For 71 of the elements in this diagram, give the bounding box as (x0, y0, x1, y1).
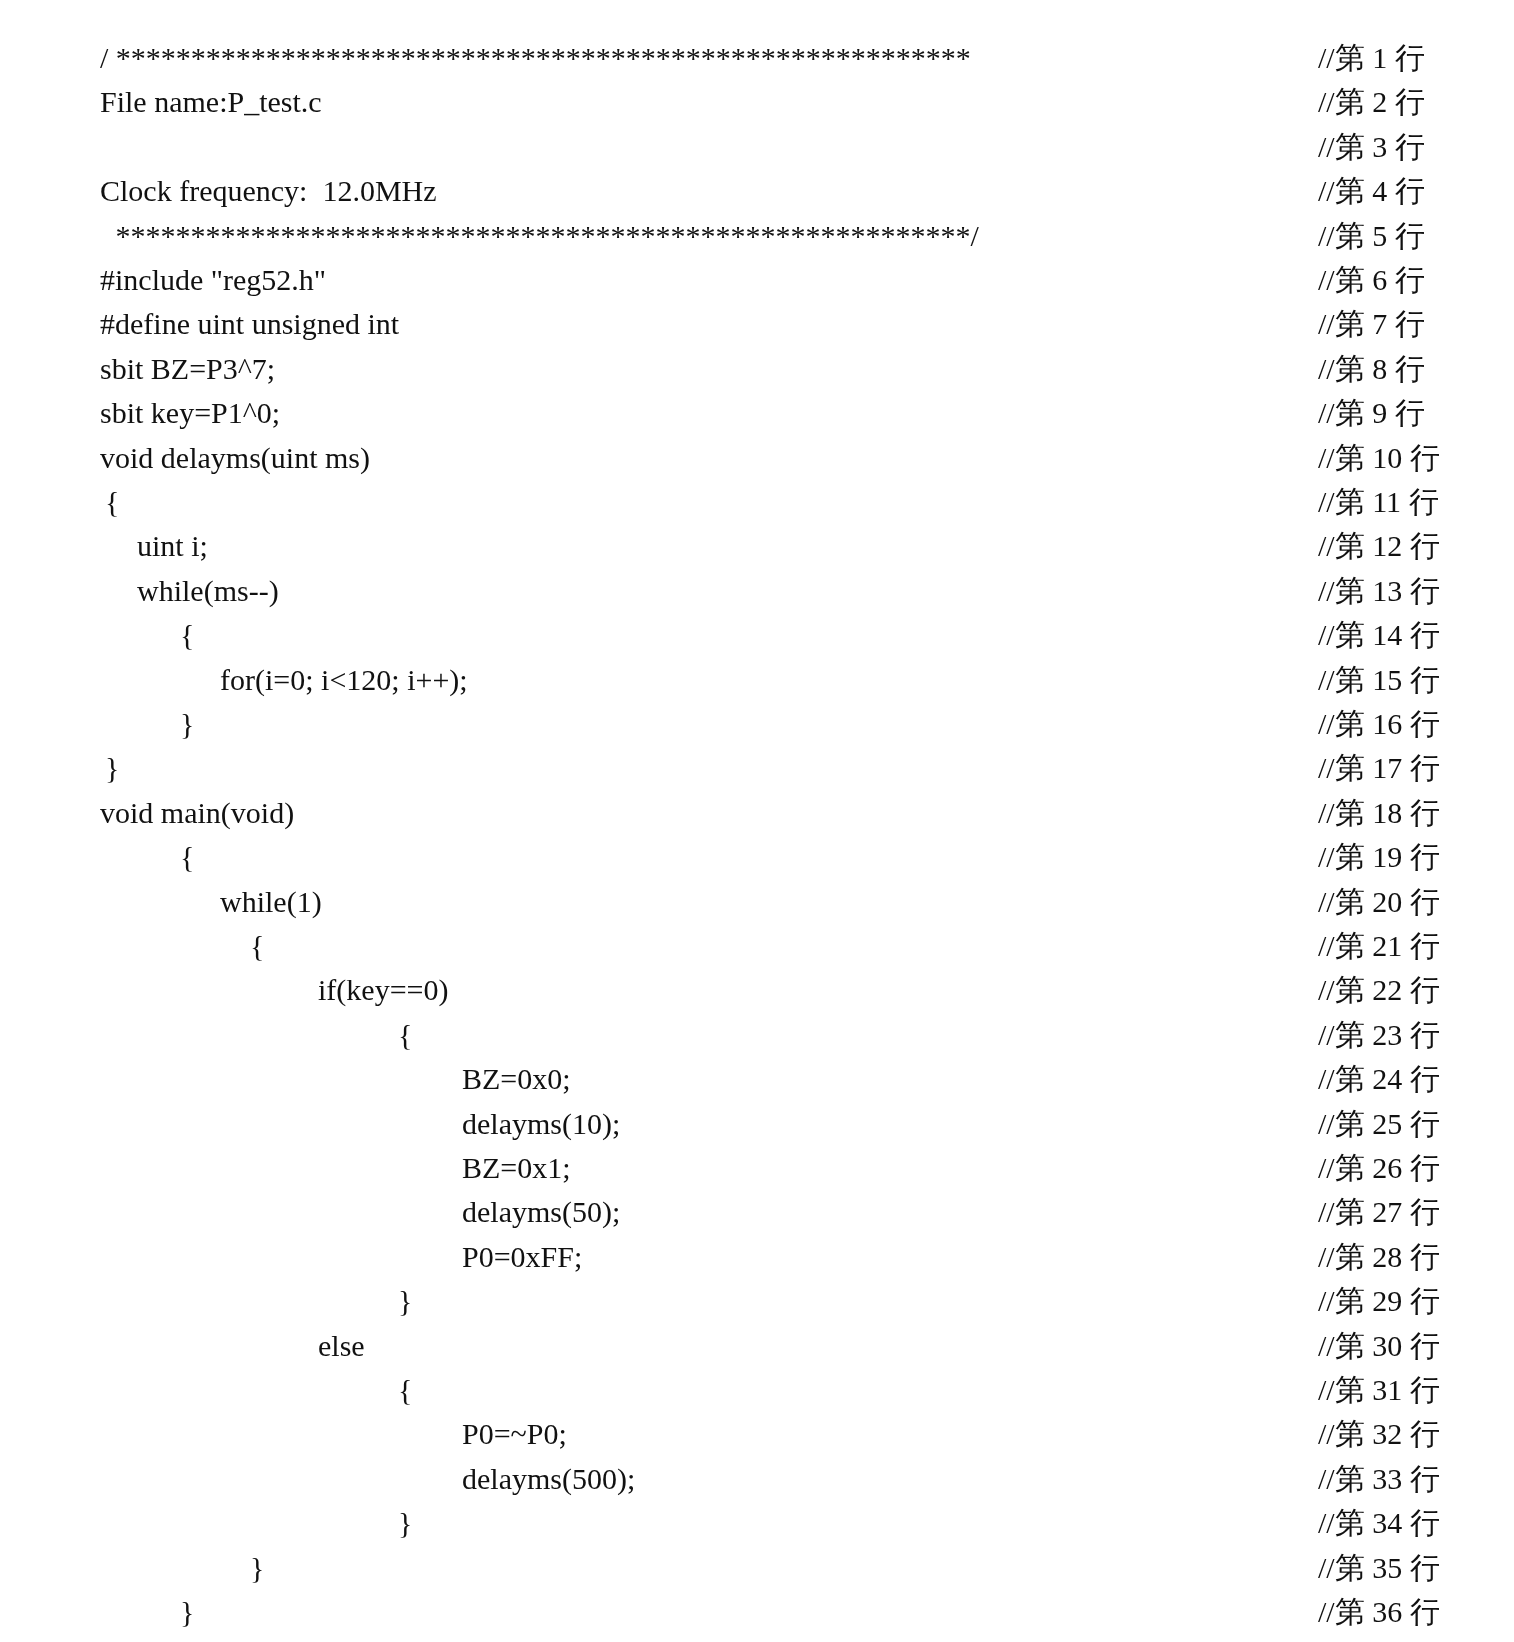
code-line: sbit key=P1^0; (100, 395, 281, 432)
line-number-comment: //第 24 行 (1318, 1061, 1440, 1098)
line-number-comment: //第 30 行 (1318, 1327, 1440, 1364)
code-line: void delayms(uint ms) (100, 439, 370, 476)
code-line: while(1) (220, 883, 322, 920)
line-number-comment: //第 35 行 (1318, 1549, 1440, 1586)
code-line: } (398, 1505, 413, 1542)
line-number-comment: //第 28 行 (1318, 1238, 1440, 1275)
code-line: else (318, 1327, 365, 1364)
line-number-comment: //第 17 行 (1318, 750, 1440, 787)
line-number-comment: //第 18 行 (1318, 794, 1440, 831)
line-number-comment: //第 33 行 (1318, 1460, 1440, 1497)
line-number-comment: //第 10 行 (1318, 439, 1440, 476)
code-line: { (250, 928, 265, 964)
code-line: { (180, 617, 195, 654)
line-number-comment: //第 25 行 (1318, 1105, 1440, 1142)
code-line: { (398, 1372, 413, 1408)
line-number-comment: //第 6 行 (1318, 262, 1425, 298)
line-number-comment: //第 21 行 (1318, 928, 1440, 964)
code-line: *********************************************************/ (114, 217, 979, 254)
code-line: Clock frequency: 12.0MHz (100, 173, 437, 210)
code-line: { (180, 839, 195, 876)
code-line: } (250, 1549, 265, 1586)
line-number-comment: //第 20 行 (1318, 883, 1440, 920)
line-number-comment: //第 13 行 (1318, 572, 1440, 609)
code-line: while(ms--) (137, 572, 279, 609)
line-number-comment: //第 36 行 (1318, 1594, 1440, 1630)
code-line: { (105, 484, 120, 520)
line-number-comment: //第 22 行 (1318, 972, 1440, 1009)
line-number-comment: //第 16 行 (1318, 706, 1440, 742)
line-number-comment: //第 15 行 (1318, 661, 1440, 698)
line-number-comment: //第 31 行 (1318, 1372, 1440, 1408)
line-number-comment: //第 23 行 (1318, 1016, 1440, 1053)
code-line: } (180, 706, 195, 742)
line-number-comment: //第 26 行 (1318, 1150, 1440, 1186)
line-number-comment: //第 1 行 (1318, 40, 1425, 76)
code-line: delayms(10); (462, 1105, 621, 1142)
code-line: sbit BZ=P3^7; (100, 350, 276, 387)
code-line: #define uint unsigned int (100, 306, 400, 343)
code-line: if(key==0) (318, 972, 449, 1009)
line-number-comment: //第 5 行 (1318, 217, 1425, 254)
line-number-comment: //第 19 行 (1318, 839, 1440, 876)
code-line: / ********************************************************* (100, 40, 971, 76)
code-line: P0=0xFF; (462, 1238, 583, 1275)
code-line: uint i; (137, 528, 208, 565)
code-line: { (398, 1016, 413, 1053)
code-line: for(i=0; i<120; i++); (220, 661, 468, 698)
code-line: BZ=0x1; (462, 1150, 571, 1186)
line-number-comment: //第 7 行 (1318, 306, 1425, 343)
line-number-comment: //第 29 行 (1318, 1283, 1440, 1320)
line-number-comment: //第 27 行 (1318, 1194, 1440, 1231)
code-line: #include "reg52.h" (100, 262, 327, 298)
code-line: P0=~P0; (462, 1416, 567, 1453)
line-number-comment: //第 2 行 (1318, 84, 1425, 121)
code-line: File name:P_test.c (100, 84, 322, 121)
code-line: delayms(500); (462, 1460, 636, 1497)
line-number-comment: //第 32 行 (1318, 1416, 1440, 1453)
line-number-comment: //第 4 行 (1318, 173, 1425, 210)
line-number-comment: //第 14 行 (1318, 617, 1440, 654)
code-line: BZ=0x0; (462, 1061, 571, 1098)
code-line: delayms(50); (462, 1194, 621, 1231)
line-number-comment: //第 11 行 (1318, 484, 1439, 520)
line-number-comment: //第 3 行 (1318, 128, 1425, 165)
line-number-comment: //第 12 行 (1318, 528, 1440, 565)
code-line: } (105, 750, 120, 787)
line-number-comment: //第 8 行 (1318, 350, 1425, 387)
line-number-comment: //第 34 行 (1318, 1505, 1440, 1542)
code-line: } (398, 1283, 413, 1320)
code-line: } (180, 1594, 195, 1630)
line-number-comment: //第 9 行 (1318, 395, 1425, 432)
code-line: void main(void) (100, 794, 295, 831)
